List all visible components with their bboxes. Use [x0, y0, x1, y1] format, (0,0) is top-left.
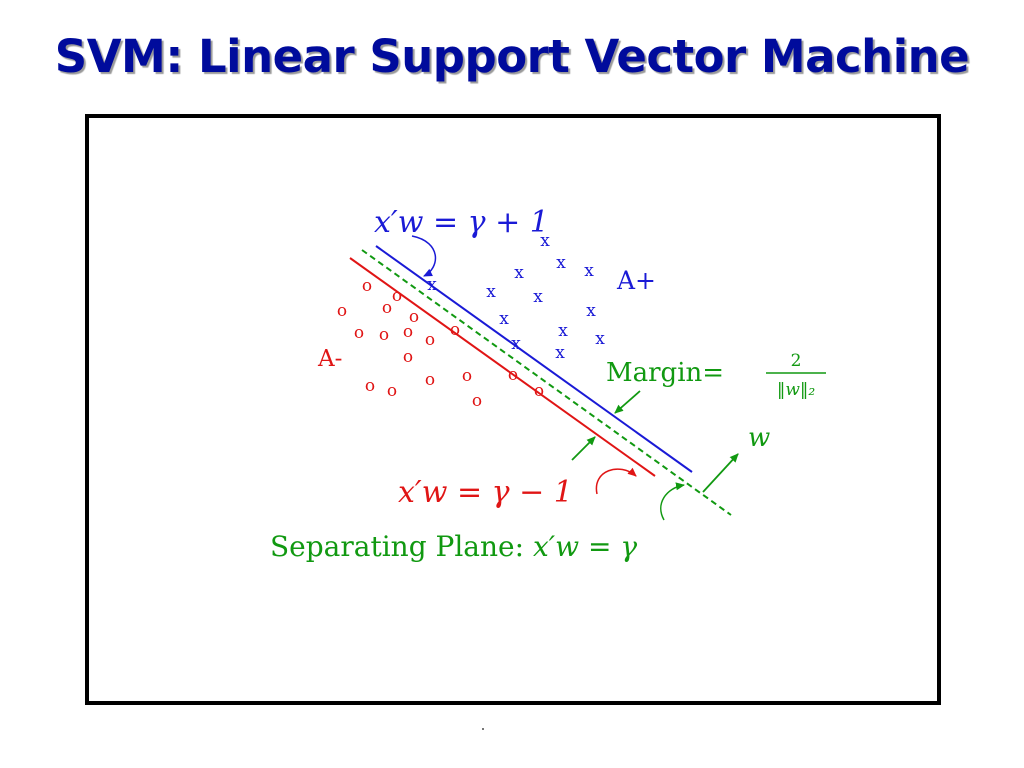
- point-pos: x: [540, 231, 550, 251]
- slide-title: SVM: Linear Support Vector Machine: [54, 30, 970, 83]
- point-pos: x: [595, 329, 605, 349]
- point-neg: o: [365, 376, 375, 396]
- point-pos: x: [586, 301, 596, 321]
- separating-plane: [361, 249, 732, 516]
- separating-plane-pointer: [660, 482, 685, 521]
- point-neg: o: [450, 320, 460, 340]
- positive-points: x x x x x x x x x x x x x: [427, 231, 605, 363]
- lower-plane-pointer: [595, 467, 637, 495]
- point-pos: x: [514, 263, 524, 283]
- point-pos: x: [533, 287, 543, 307]
- separating-plane-equation: x′w = γ: [533, 530, 637, 563]
- point-neg: o: [362, 276, 372, 296]
- point-neg: o: [425, 370, 435, 390]
- point-neg: o: [387, 381, 397, 401]
- point-neg: o: [379, 325, 389, 345]
- point-neg: o: [508, 365, 518, 385]
- upper-bounding-plane: [375, 245, 693, 473]
- normal-vector-arrow: [702, 453, 739, 493]
- point-pos: x: [499, 309, 509, 329]
- negative-points: o o o o o o o o o o o o o o o o o o: [337, 276, 544, 411]
- point-neg: o: [337, 301, 347, 321]
- point-neg: o: [534, 381, 544, 401]
- separating-plane-prefix: Separating Plane:: [270, 530, 533, 563]
- margin-denominator: ‖w‖₂: [777, 380, 816, 400]
- upper-plane-equation: x′w = γ + 1: [374, 205, 549, 240]
- point-neg: o: [392, 286, 402, 306]
- point-pos: x: [556, 253, 566, 273]
- point-pos: x: [558, 321, 568, 341]
- margin-arrow-lower: [571, 436, 596, 461]
- negative-class-label: A-: [317, 346, 342, 372]
- point-neg: o: [403, 347, 413, 367]
- point-neg: o: [472, 391, 482, 411]
- margin-numerator: 2: [791, 351, 802, 371]
- footer-dot: [482, 728, 484, 730]
- point-neg: o: [409, 307, 419, 327]
- upper-plane-pointer: [411, 235, 437, 277]
- positive-class-label: A+: [616, 266, 656, 295]
- lower-bounding-plane: [349, 257, 656, 477]
- lower-plane-equation: x′w = γ − 1: [398, 475, 573, 510]
- point-neg: o: [425, 330, 435, 350]
- separating-plane-label: Separating Plane: x′w = γ: [270, 530, 637, 563]
- point-neg: o: [382, 298, 392, 318]
- margin-arrow-upper: [614, 390, 641, 414]
- point-pos: x: [427, 275, 437, 295]
- point-pos: x: [511, 334, 521, 354]
- point-neg: o: [403, 322, 413, 342]
- point-neg: o: [354, 323, 364, 343]
- diagram-frame: [85, 114, 941, 705]
- normal-vector-label: w: [748, 423, 770, 453]
- point-pos: x: [486, 282, 496, 302]
- point-neg: o: [462, 366, 472, 386]
- point-pos: x: [584, 261, 594, 281]
- margin-label: Margin=: [606, 358, 724, 388]
- point-pos: x: [555, 343, 565, 363]
